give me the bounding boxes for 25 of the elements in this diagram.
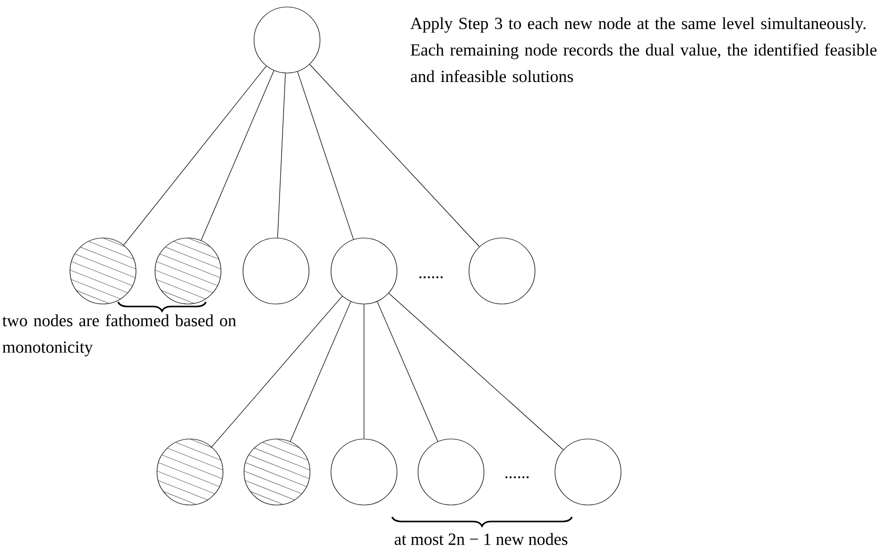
circle-node bbox=[242, 238, 310, 304]
connector-line bbox=[376, 301, 438, 442]
connector-line bbox=[290, 301, 352, 442]
ellipsis-dots: ...... bbox=[419, 276, 443, 278]
connector-line bbox=[200, 70, 274, 241]
annotation-text: two nodes are fathomed based on monotonicity bbox=[2, 314, 236, 356]
circle-node bbox=[468, 238, 536, 304]
circle-node bbox=[330, 438, 398, 506]
circle-node bbox=[254, 6, 320, 74]
connector-line bbox=[388, 292, 564, 450]
circle-node bbox=[418, 438, 484, 506]
paragraph-text: Apply Step 3 to each new node at the same level simultaneously. Each remaining node records the dual value, the identified feasible and infeasible solutions bbox=[410, 17, 877, 82]
hatched-circle-node bbox=[156, 438, 224, 506]
annotation-text: at most 2n − 1 new nodes bbox=[394, 533, 568, 545]
hatched-circle-node bbox=[244, 438, 310, 506]
circle-node bbox=[554, 438, 622, 506]
connector-line bbox=[212, 296, 342, 448]
ellipsis-dots: ...... bbox=[505, 476, 529, 478]
connector-line bbox=[123, 66, 267, 246]
connector-line bbox=[309, 64, 480, 247]
connector-line bbox=[297, 71, 354, 240]
hatched-circle-node bbox=[70, 238, 136, 304]
hatched-circle-node bbox=[154, 238, 222, 304]
connector-line bbox=[277, 72, 286, 238]
circle-node bbox=[330, 238, 398, 304]
